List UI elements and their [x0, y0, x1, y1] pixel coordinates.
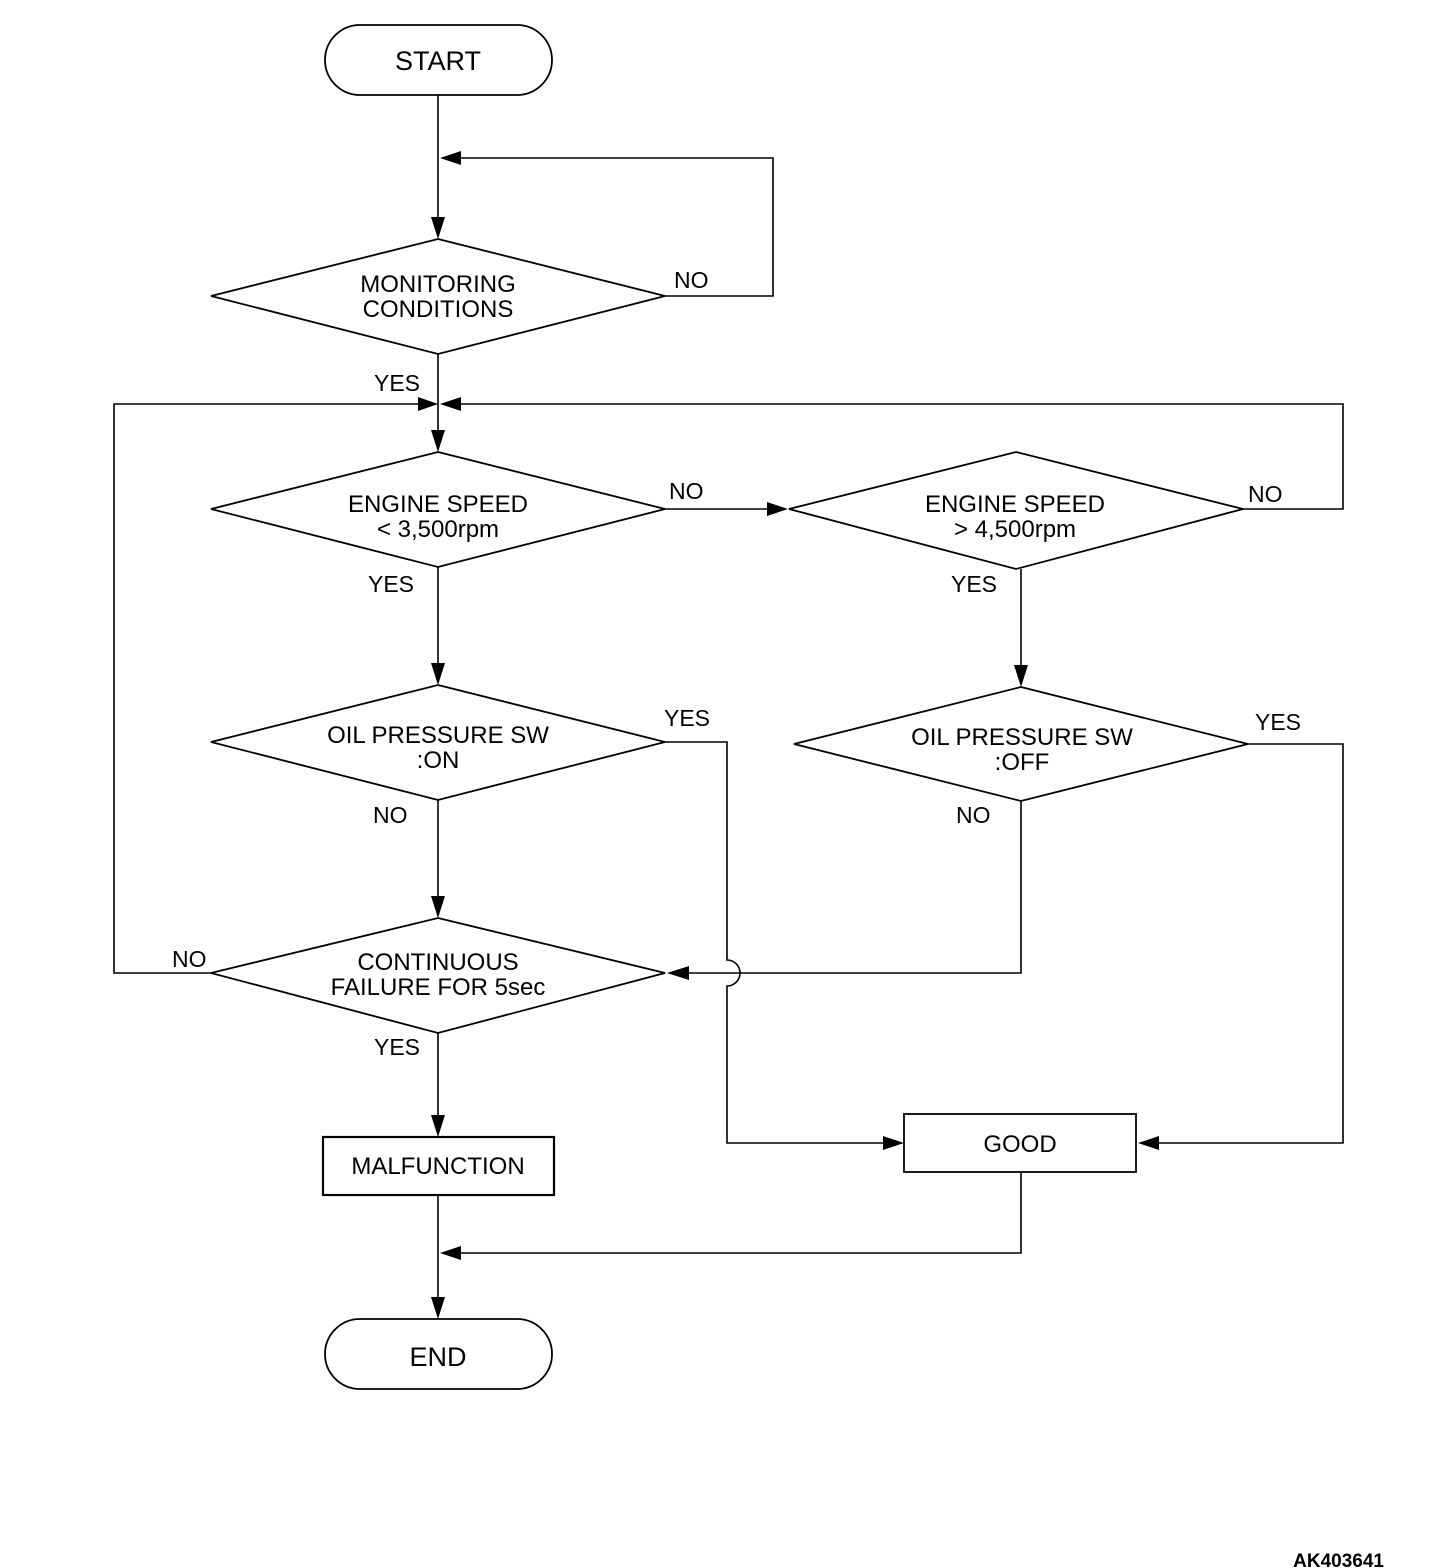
arrowhead — [667, 966, 689, 980]
arrowhead — [440, 151, 461, 165]
oil-on-label-line1: OIL PRESSURE SW — [327, 722, 549, 749]
arrowhead — [440, 397, 461, 411]
arrowhead — [431, 1297, 445, 1319]
label-continuous-no: NO — [172, 946, 207, 972]
edge-monitoring-no-loop — [456, 157, 774, 297]
connectors — [113, 95, 1344, 1302]
decision-oil-pressure-off: OIL PRESSURE SW :OFF — [793, 686, 1249, 802]
continuous-label-line2: FAILURE FOR 5sec — [331, 974, 546, 1001]
label-oil-on-yes: YES — [664, 705, 710, 731]
terminal-end: END — [324, 1318, 553, 1390]
edge-oil-on-yes — [665, 741, 888, 1144]
arrowhead — [440, 1246, 461, 1260]
oil-off-label-line2: :OFF — [995, 749, 1050, 776]
label-continuous-yes: YES — [374, 1034, 420, 1060]
label-oil-off-no: NO — [956, 802, 991, 828]
arrowhead — [1014, 665, 1028, 687]
malfunction-label: MALFUNCTION — [351, 1153, 524, 1180]
monitoring-label-line1: MONITORING — [360, 271, 516, 298]
edge-labels: NO YES NO YES NO YES YES NO YES NO NO YE… — [172, 267, 1301, 1060]
end-label: END — [409, 1342, 466, 1372]
speed-high-label-line1: ENGINE SPEED — [925, 491, 1105, 518]
decision-engine-speed-low: ENGINE SPEED < 3,500rpm — [210, 451, 666, 568]
arrowhead — [431, 896, 445, 918]
edge-oil-off-no — [685, 801, 1022, 974]
oil-off-label-line1: OIL PRESSURE SW — [911, 724, 1133, 751]
terminal-start: START — [324, 24, 553, 96]
label-oil-off-yes: YES — [1255, 709, 1301, 735]
continuous-label-line1: CONTINUOUS — [357, 949, 518, 976]
label-oil-on-no: NO — [373, 802, 408, 828]
edge-speed-high-no-loop — [456, 403, 1344, 510]
decision-monitoring-conditions: MONITORING CONDITIONS — [210, 238, 666, 355]
start-label: START — [395, 46, 481, 76]
label-monitoring-yes: YES — [374, 370, 420, 396]
decision-continuous-failure: CONTINUOUS FAILURE FOR 5sec — [210, 917, 666, 1034]
process-good: GOOD — [903, 1113, 1137, 1173]
good-label: GOOD — [983, 1131, 1056, 1158]
edge-good-to-end — [456, 1173, 1022, 1254]
arrowhead — [1138, 1136, 1159, 1150]
decision-engine-speed-high: ENGINE SPEED > 4,500rpm — [788, 451, 1244, 570]
speed-high-label-line2: > 4,500rpm — [954, 516, 1076, 543]
arrowhead — [431, 663, 445, 685]
edge-oil-off-yes — [1155, 743, 1344, 1144]
speed-low-label-line1: ENGINE SPEED — [348, 491, 528, 518]
arrowhead — [767, 502, 788, 516]
decision-oil-pressure-on: OIL PRESSURE SW :ON — [210, 684, 666, 801]
monitoring-label-line2: CONDITIONS — [363, 296, 514, 323]
label-speed-low-yes: YES — [368, 571, 414, 597]
figure-id: AK403641 — [1293, 1551, 1384, 1568]
label-speed-low-no: NO — [669, 478, 704, 504]
arrowhead — [431, 217, 445, 239]
process-malfunction: MALFUNCTION — [321, 1135, 556, 1197]
oil-on-label-line2: :ON — [417, 747, 460, 774]
arrowhead — [431, 430, 445, 452]
edge-continuous-no-loop — [113, 403, 420, 974]
arrowhead — [431, 1115, 445, 1137]
arrowheads — [418, 151, 1159, 1319]
arrowhead — [883, 1136, 904, 1150]
label-monitoring-no: NO — [674, 267, 709, 293]
label-speed-high-yes: YES — [951, 571, 997, 597]
speed-low-label-line2: < 3,500rpm — [377, 516, 499, 543]
label-speed-high-no: NO — [1248, 481, 1283, 507]
arrowhead — [418, 397, 438, 411]
